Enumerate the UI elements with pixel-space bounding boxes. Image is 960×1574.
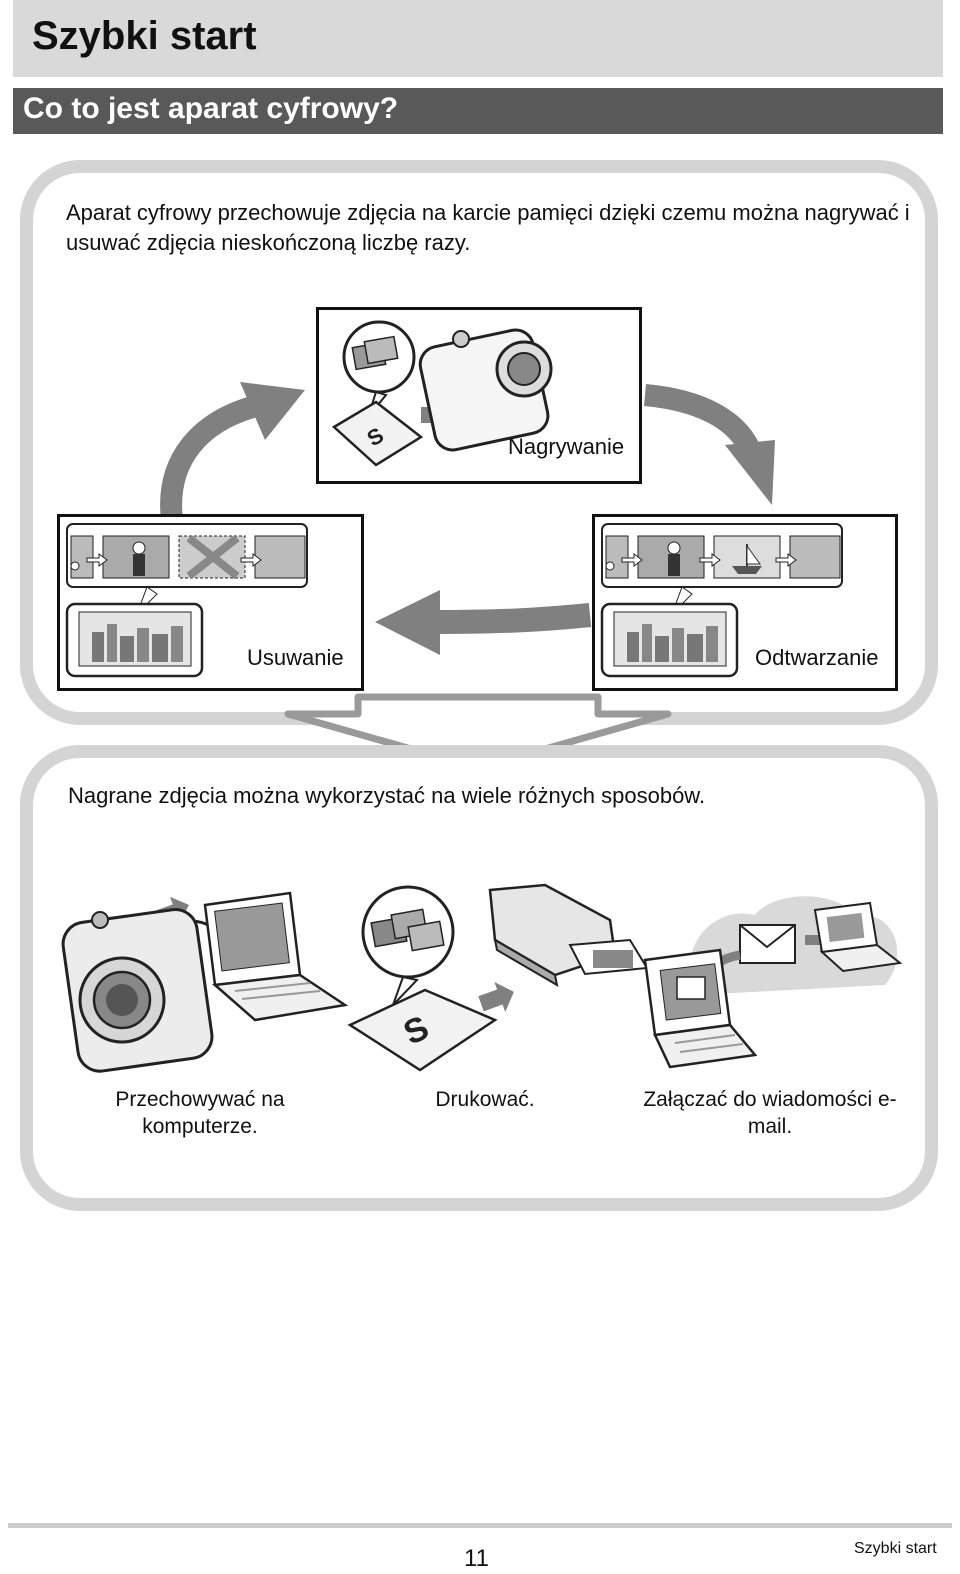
film-strip-playback-icon <box>600 523 843 678</box>
intro-text: Aparat cyfrowy przechowuje zdjęcia na ka… <box>66 200 910 255</box>
card-to-printer-icon: S <box>347 883 649 1072</box>
playback-label: Odtwarzanie <box>755 645 879 670</box>
footer-rule <box>8 1523 952 1528</box>
caption-store-computer: Przechowywać na komputerze. <box>115 1088 285 1138</box>
film-strip-delete-icon <box>65 523 308 678</box>
camera-to-laptop-icon <box>61 891 349 1073</box>
caption-print: Drukować. <box>435 1088 535 1111</box>
page-number: 11 <box>464 1545 489 1572</box>
header-band <box>13 0 943 77</box>
footer-section-title: Szybki start <box>854 1540 937 1557</box>
section-title: Co to jest aparat cyfrowy? <box>23 92 399 125</box>
email-cloud-icon <box>643 896 903 1069</box>
section-bar <box>13 88 943 134</box>
camera-icon: S <box>331 320 553 467</box>
uses-text: Nagrane zdjęcia można wykorzystać na wie… <box>68 783 706 808</box>
record-label: Nagrywanie <box>508 434 625 459</box>
delete-label: Usuwanie <box>247 645 344 670</box>
page-title: Szybki start <box>32 14 257 58</box>
caption-email: Załączać do wiadomości e-mail. <box>643 1088 897 1138</box>
